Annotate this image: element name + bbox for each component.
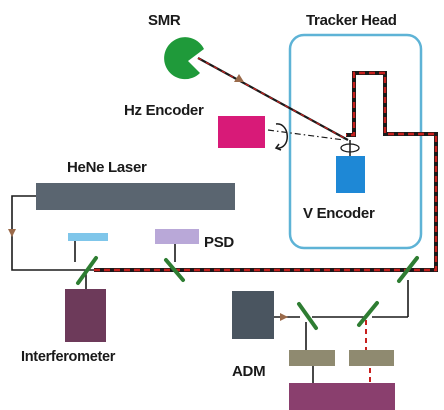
adm-filter-left	[289, 350, 335, 366]
adm-beam-arrow	[280, 313, 288, 321]
mirror-adm-left	[297, 302, 318, 330]
tracker-head-enclosure	[288, 33, 423, 250]
hene-laser-label: HeNe Laser	[67, 159, 147, 176]
mirror-interferometer	[76, 256, 98, 285]
interferometer-label: Interferometer	[21, 349, 116, 365]
laser-beam-arrow	[8, 229, 16, 237]
mirror-psd	[164, 258, 185, 282]
smr-label: SMR	[148, 12, 181, 29]
psd-sensor	[155, 229, 199, 244]
hz-encoder-label: Hz Encoder	[124, 102, 204, 119]
hz-encoder-block	[218, 116, 265, 148]
psd-label: PSD	[204, 234, 234, 251]
hz-rotation-icon	[274, 123, 288, 151]
adm-label: ADM	[232, 363, 265, 380]
laser-routing-lines	[11, 195, 176, 290]
v-encoder-block	[336, 156, 365, 193]
mirror-adm-right	[357, 301, 379, 327]
hene-laser-tube	[36, 183, 235, 210]
adm-routing-lines	[274, 280, 409, 383]
mirror-tracker-corner	[397, 256, 419, 283]
filter-element	[68, 233, 108, 241]
hz-encoder-axis	[267, 129, 345, 141]
smr-sphere	[164, 37, 204, 80]
tracker-head-label: Tracker Head	[306, 12, 397, 29]
beam-splitters	[76, 256, 419, 330]
smr-beam	[197, 57, 349, 141]
interferometer-block	[65, 289, 106, 342]
adm-block	[232, 291, 274, 339]
v-encoder-label: V Encoder	[303, 205, 375, 222]
adm-detector-block	[289, 383, 395, 410]
adm-filter-right	[349, 350, 394, 366]
